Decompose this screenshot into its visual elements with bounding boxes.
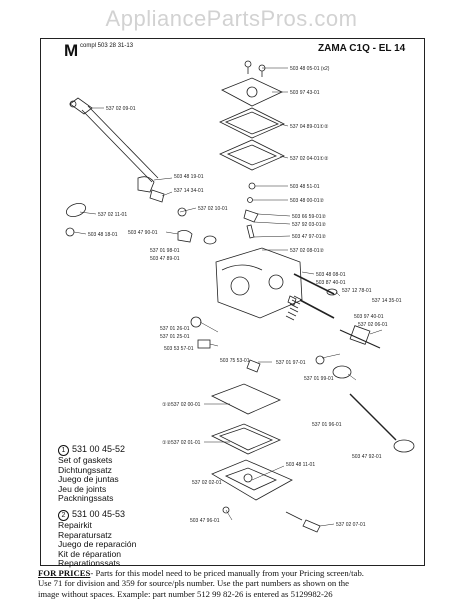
section-letter: M bbox=[64, 41, 79, 60]
part-label: 537 92 03-01② bbox=[292, 222, 326, 228]
part-label: 503 48 08-01 bbox=[316, 272, 346, 278]
pump-cover-part bbox=[211, 459, 293, 501]
part-label: 503 48 00-01② bbox=[290, 198, 324, 204]
part-label: 503 66 59-01② bbox=[292, 214, 326, 220]
part-label: 537 02 07-01 bbox=[336, 522, 366, 528]
circle-marker-1: 1 bbox=[58, 445, 69, 456]
part-label: 537 04 89-01①② bbox=[290, 124, 329, 130]
pricing-note: FOR PRICES- Parts for this model need to… bbox=[38, 568, 458, 599]
part-label: 503 48 51-01 bbox=[290, 184, 320, 190]
pump-gasket-part bbox=[211, 383, 281, 415]
part-label: 537 02 02-01 bbox=[192, 480, 222, 486]
part-label: 537 02 06-01 bbox=[358, 322, 388, 328]
part-label: 503 48 05-01 (x2) bbox=[290, 66, 330, 72]
circle-marker-2: 2 bbox=[58, 509, 69, 521]
part-label: 503 47 89-01 bbox=[150, 256, 180, 262]
part-label: 537 02 11-01 bbox=[98, 212, 127, 218]
pricing-note-lead: FOR PRICES bbox=[38, 568, 91, 578]
diagram-sheet bbox=[40, 38, 425, 566]
kit2-number: 531 00 45-53 bbox=[72, 508, 126, 519]
part-label: 537 14 34-01 bbox=[174, 188, 204, 194]
part-label: 537 01 96-01 bbox=[312, 422, 342, 428]
part-label: 537 02 09-01 bbox=[106, 106, 136, 112]
pricing-note-line: - Parts for this model need to be priced… bbox=[90, 568, 364, 578]
gasket-part bbox=[219, 139, 285, 171]
part-label: 537 02 08-01② bbox=[290, 248, 324, 254]
part-label: ①②537 02 00-01 bbox=[162, 402, 201, 408]
kit2-name: Juego de reparación bbox=[58, 539, 137, 550]
kit1-name: Packningssats bbox=[58, 493, 114, 504]
part-label: ①②537 02 01-01 bbox=[162, 440, 201, 446]
compl-number: compl 503 28 31-13 bbox=[80, 43, 134, 49]
part-label: 503 75 53-01 bbox=[220, 358, 250, 364]
kit1-number: 531 00 45-52 bbox=[72, 444, 126, 454]
part-label: 537 01 99-01 bbox=[304, 376, 334, 382]
diaphragm-part bbox=[219, 107, 285, 139]
kit1-name: Jeu de joints bbox=[58, 483, 107, 494]
part-label: 537 01 25-01 bbox=[160, 334, 190, 340]
part-label: 503 48 18-01 bbox=[88, 232, 118, 238]
kit2-name: Repairkit bbox=[58, 519, 92, 530]
part-label: 503 53 57-01 bbox=[164, 346, 194, 352]
part-label: 503 47 92-01 bbox=[352, 454, 382, 460]
kit1-name: Juego de juntas bbox=[58, 474, 119, 485]
part-label: 503 87 40-01 bbox=[316, 280, 346, 286]
model-title: ZAMA C1Q - EL 14 bbox=[318, 43, 406, 54]
watermark: AppliancePartsPros.com bbox=[105, 6, 358, 31]
part-label: 503 97 43-01 bbox=[290, 90, 320, 96]
part-label: 503 48 19-01 bbox=[174, 174, 204, 180]
part-label: 537 02 04-01①② bbox=[290, 156, 329, 162]
part-label: 503 48 11-01 bbox=[286, 462, 315, 468]
kit2-name: Kit de réparation bbox=[58, 548, 122, 559]
pricing-note-line: Use 71 for division and 359 for source/p… bbox=[38, 578, 350, 589]
part-label: 503 47 96-01 bbox=[190, 518, 220, 524]
kit1-name: Set of gaskets bbox=[58, 455, 113, 465]
kit2-name: Reparatursatz bbox=[58, 529, 112, 540]
screw-part bbox=[244, 60, 252, 68]
part-label: 537 14 35-01 bbox=[372, 298, 402, 304]
part-label: 537 02 10-01 bbox=[198, 206, 228, 212]
part-label: 537 12 78-01 bbox=[342, 288, 372, 294]
throttle-shaft-part bbox=[69, 97, 93, 115]
carburetor-body-part bbox=[215, 247, 303, 319]
pricing-note-line: image without spaces. Example: part numb… bbox=[38, 588, 333, 599]
kit1-name: Dichtungssatz bbox=[58, 464, 112, 475]
part-label: 503 97 40-01 bbox=[354, 314, 384, 320]
part-label: 503 47 97-01② bbox=[292, 234, 326, 240]
kit2-name: Reparationssats bbox=[58, 558, 121, 569]
part-label: 503 47 90-01 bbox=[128, 230, 158, 236]
part-label: 537 01 98-01 bbox=[150, 248, 180, 254]
part-label: 537 01 26-01 bbox=[160, 326, 190, 332]
part-label: 537 01 97-01 bbox=[276, 360, 306, 366]
